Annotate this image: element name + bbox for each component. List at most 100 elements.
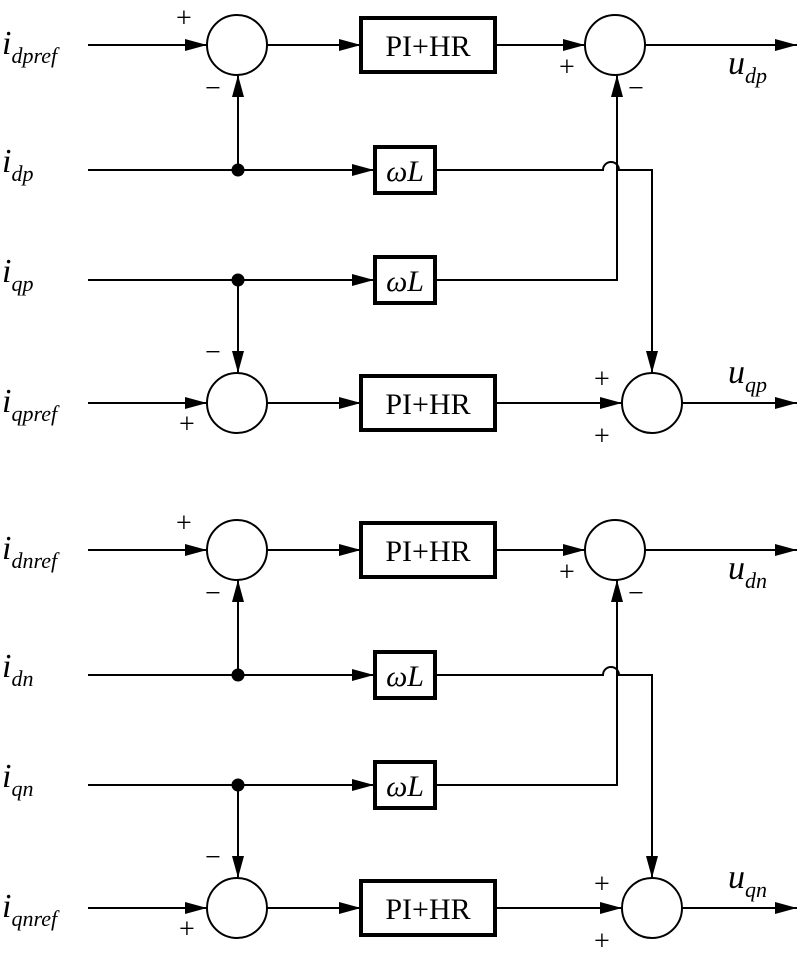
- label-symbol: i: [2, 25, 11, 62]
- input-label-q-current: iqn: [2, 758, 33, 801]
- label-subscript: dn: [745, 568, 767, 593]
- arrow-head-icon: [646, 351, 658, 373]
- input-label-q-ref: iqpref: [2, 383, 60, 426]
- label-subscript: dp: [745, 63, 767, 88]
- sign-out-q-cross: +: [594, 869, 610, 900]
- sign-d-feedback: −: [205, 578, 221, 609]
- arrow-head-icon: [600, 902, 622, 914]
- omega-l-block-q-label: ωL: [386, 265, 424, 298]
- sign-q-ref: +: [179, 914, 195, 945]
- arrow-head-icon: [600, 397, 622, 409]
- arrow-head-icon: [611, 580, 623, 602]
- label-symbol: i: [2, 143, 11, 180]
- arrow-head-icon: [352, 164, 374, 176]
- summing-junction-out-q: [621, 877, 683, 939]
- arrow-head-icon: [232, 75, 244, 97]
- label-subscript: dpref: [11, 43, 60, 68]
- output-label-q: uqn: [728, 859, 767, 902]
- pi-hr-controller-q-label: PI+HR: [385, 893, 470, 926]
- arrow-head-icon: [563, 544, 585, 556]
- arrow-head-icon: [232, 580, 244, 602]
- label-subscript: qp: [11, 271, 33, 296]
- input-label-q-current: iqp: [2, 253, 33, 296]
- omega-l-block-d-label: ωL: [386, 660, 424, 693]
- arrow-head-icon: [611, 75, 623, 97]
- input-label-d-ref: idpref: [2, 25, 60, 68]
- omega-l-block-q-label: ωL: [386, 770, 424, 803]
- input-label-d-current: idp: [2, 143, 33, 186]
- arrow-head-icon: [646, 856, 658, 878]
- arrow-head-icon: [339, 902, 361, 914]
- label-symbol: i: [2, 758, 11, 795]
- arrow-head-icon: [352, 779, 374, 791]
- input-label-q-ref: iqnref: [2, 888, 60, 931]
- arrow-head-icon: [339, 397, 361, 409]
- label-symbol: i: [2, 888, 11, 925]
- arrow-head-icon: [775, 397, 797, 409]
- sign-out-q-input: +: [594, 926, 610, 957]
- label-subscript: qn: [745, 877, 767, 902]
- sign-out-d-cross: −: [628, 73, 644, 104]
- sign-out-d-input: +: [559, 557, 575, 588]
- summing-junction-out-d: [584, 519, 646, 581]
- pi-hr-controller-q-label: PI+HR: [385, 388, 470, 421]
- sign-q-feedback: −: [205, 842, 221, 873]
- summing-junction-out-d: [584, 14, 646, 76]
- arrow-head-icon: [563, 39, 585, 51]
- d-cross-coupling-line: [435, 161, 653, 373]
- summing-junction-out-q: [621, 372, 683, 434]
- arrow-head-icon: [185, 544, 207, 556]
- sign-out-d-input: +: [559, 52, 575, 83]
- sign-q-ref: +: [179, 409, 195, 440]
- arrow-head-icon: [232, 351, 244, 373]
- pi-hr-controller-d-label: PI+HR: [385, 30, 470, 63]
- arrow-head-icon: [775, 39, 797, 51]
- input-label-d-ref: idnref: [2, 530, 60, 573]
- arrow-head-icon: [352, 274, 374, 286]
- label-subscript: qnref: [11, 906, 60, 931]
- label-symbol: i: [2, 530, 11, 567]
- label-symbol: i: [2, 383, 11, 420]
- label-symbol: u: [728, 550, 745, 587]
- arrow-head-icon: [185, 397, 207, 409]
- arrow-head-icon: [232, 856, 244, 878]
- pi-hr-controller-q: [359, 374, 497, 432]
- label-symbol: u: [728, 859, 745, 896]
- input-label-d-current: idn: [2, 648, 33, 691]
- sign-q-feedback: −: [205, 337, 221, 368]
- label-subscript: qp: [745, 372, 767, 397]
- output-label-d: udn: [728, 550, 767, 593]
- omega-l-block-d-label: ωL: [386, 155, 424, 188]
- pi-hr-controller-d: [359, 521, 497, 579]
- arrow-head-icon: [352, 669, 374, 681]
- summing-junction-d: [206, 519, 268, 581]
- sign-d-ref: +: [176, 508, 192, 539]
- omega-l-block-d: [373, 650, 437, 700]
- output-label-d: udp: [728, 45, 767, 88]
- pi-hr-controller-d-label: PI+HR: [385, 535, 470, 568]
- label-subscript: dp: [11, 161, 33, 186]
- q-cross-coupling-line: [435, 580, 618, 786]
- label-symbol: i: [2, 648, 11, 685]
- summing-junction-q: [206, 372, 268, 434]
- sign-out-q-cross: +: [594, 364, 610, 395]
- label-subscript: dnref: [11, 548, 60, 573]
- label-symbol: i: [2, 253, 11, 290]
- label-symbol: u: [728, 45, 745, 82]
- arrow-head-icon: [775, 902, 797, 914]
- label-subscript: qpref: [11, 401, 60, 426]
- q-cross-coupling-line: [435, 75, 618, 281]
- summing-junction-d: [206, 14, 268, 76]
- sign-out-q-input: +: [594, 421, 610, 452]
- arrow-head-icon: [775, 544, 797, 556]
- sign-out-d-cross: −: [628, 578, 644, 609]
- arrow-head-icon: [339, 39, 361, 51]
- arrow-head-icon: [185, 39, 207, 51]
- arrow-head-icon: [185, 902, 207, 914]
- output-label-q: uqp: [728, 354, 767, 397]
- pi-hr-controller-q: [359, 879, 497, 937]
- arrow-head-icon: [339, 544, 361, 556]
